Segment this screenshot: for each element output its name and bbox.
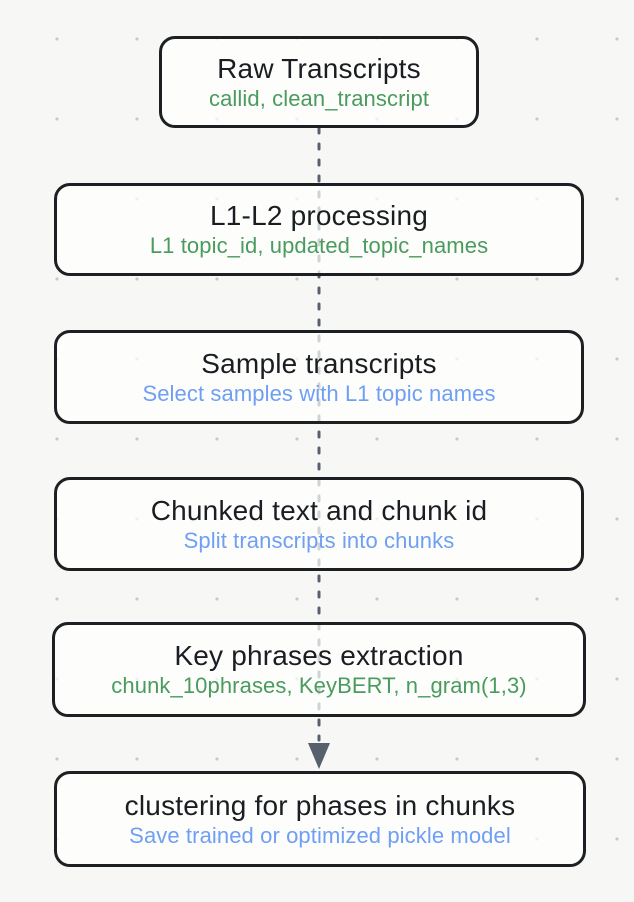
flow-node-sample-transcripts[interactable]: Sample transcripts Select samples with L…	[54, 330, 584, 424]
node-subtitle: Select samples with L1 topic names	[142, 380, 496, 406]
node-subtitle: Split transcripts into chunks	[183, 527, 455, 553]
node-title: Chunked text and chunk id	[150, 494, 488, 526]
flow-node-raw-transcripts[interactable]: Raw Transcripts callid, clean_transcript	[159, 36, 479, 128]
node-title: Key phrases extraction	[174, 640, 464, 671]
node-subtitle: Save trained or optimized pickle model	[129, 822, 511, 848]
node-title: L1-L2 processing	[210, 200, 428, 231]
arrowhead-icon	[308, 743, 330, 769]
flow-node-clustering[interactable]: clustering for phases in chunks Save tra…	[54, 771, 586, 867]
flow-node-l1-l2-processing[interactable]: L1-L2 processing L1 topic_id, updated_to…	[54, 183, 584, 276]
flow-node-key-phrases-extraction[interactable]: Key phrases extraction chunk_10phrases, …	[52, 622, 586, 717]
node-title: Sample transcripts	[201, 347, 437, 379]
node-title: clustering for phases in chunks	[124, 789, 516, 821]
node-subtitle: callid, clean_transcript	[208, 85, 430, 111]
node-subtitle: chunk_10phrases, KeyBERT, n_gram(1,3)	[111, 673, 527, 699]
node-subtitle: L1 topic_id, updated_topic_names	[149, 233, 489, 259]
flow-node-chunked-text[interactable]: Chunked text and chunk id Split transcri…	[54, 477, 584, 571]
node-title: Raw Transcripts	[217, 52, 421, 84]
